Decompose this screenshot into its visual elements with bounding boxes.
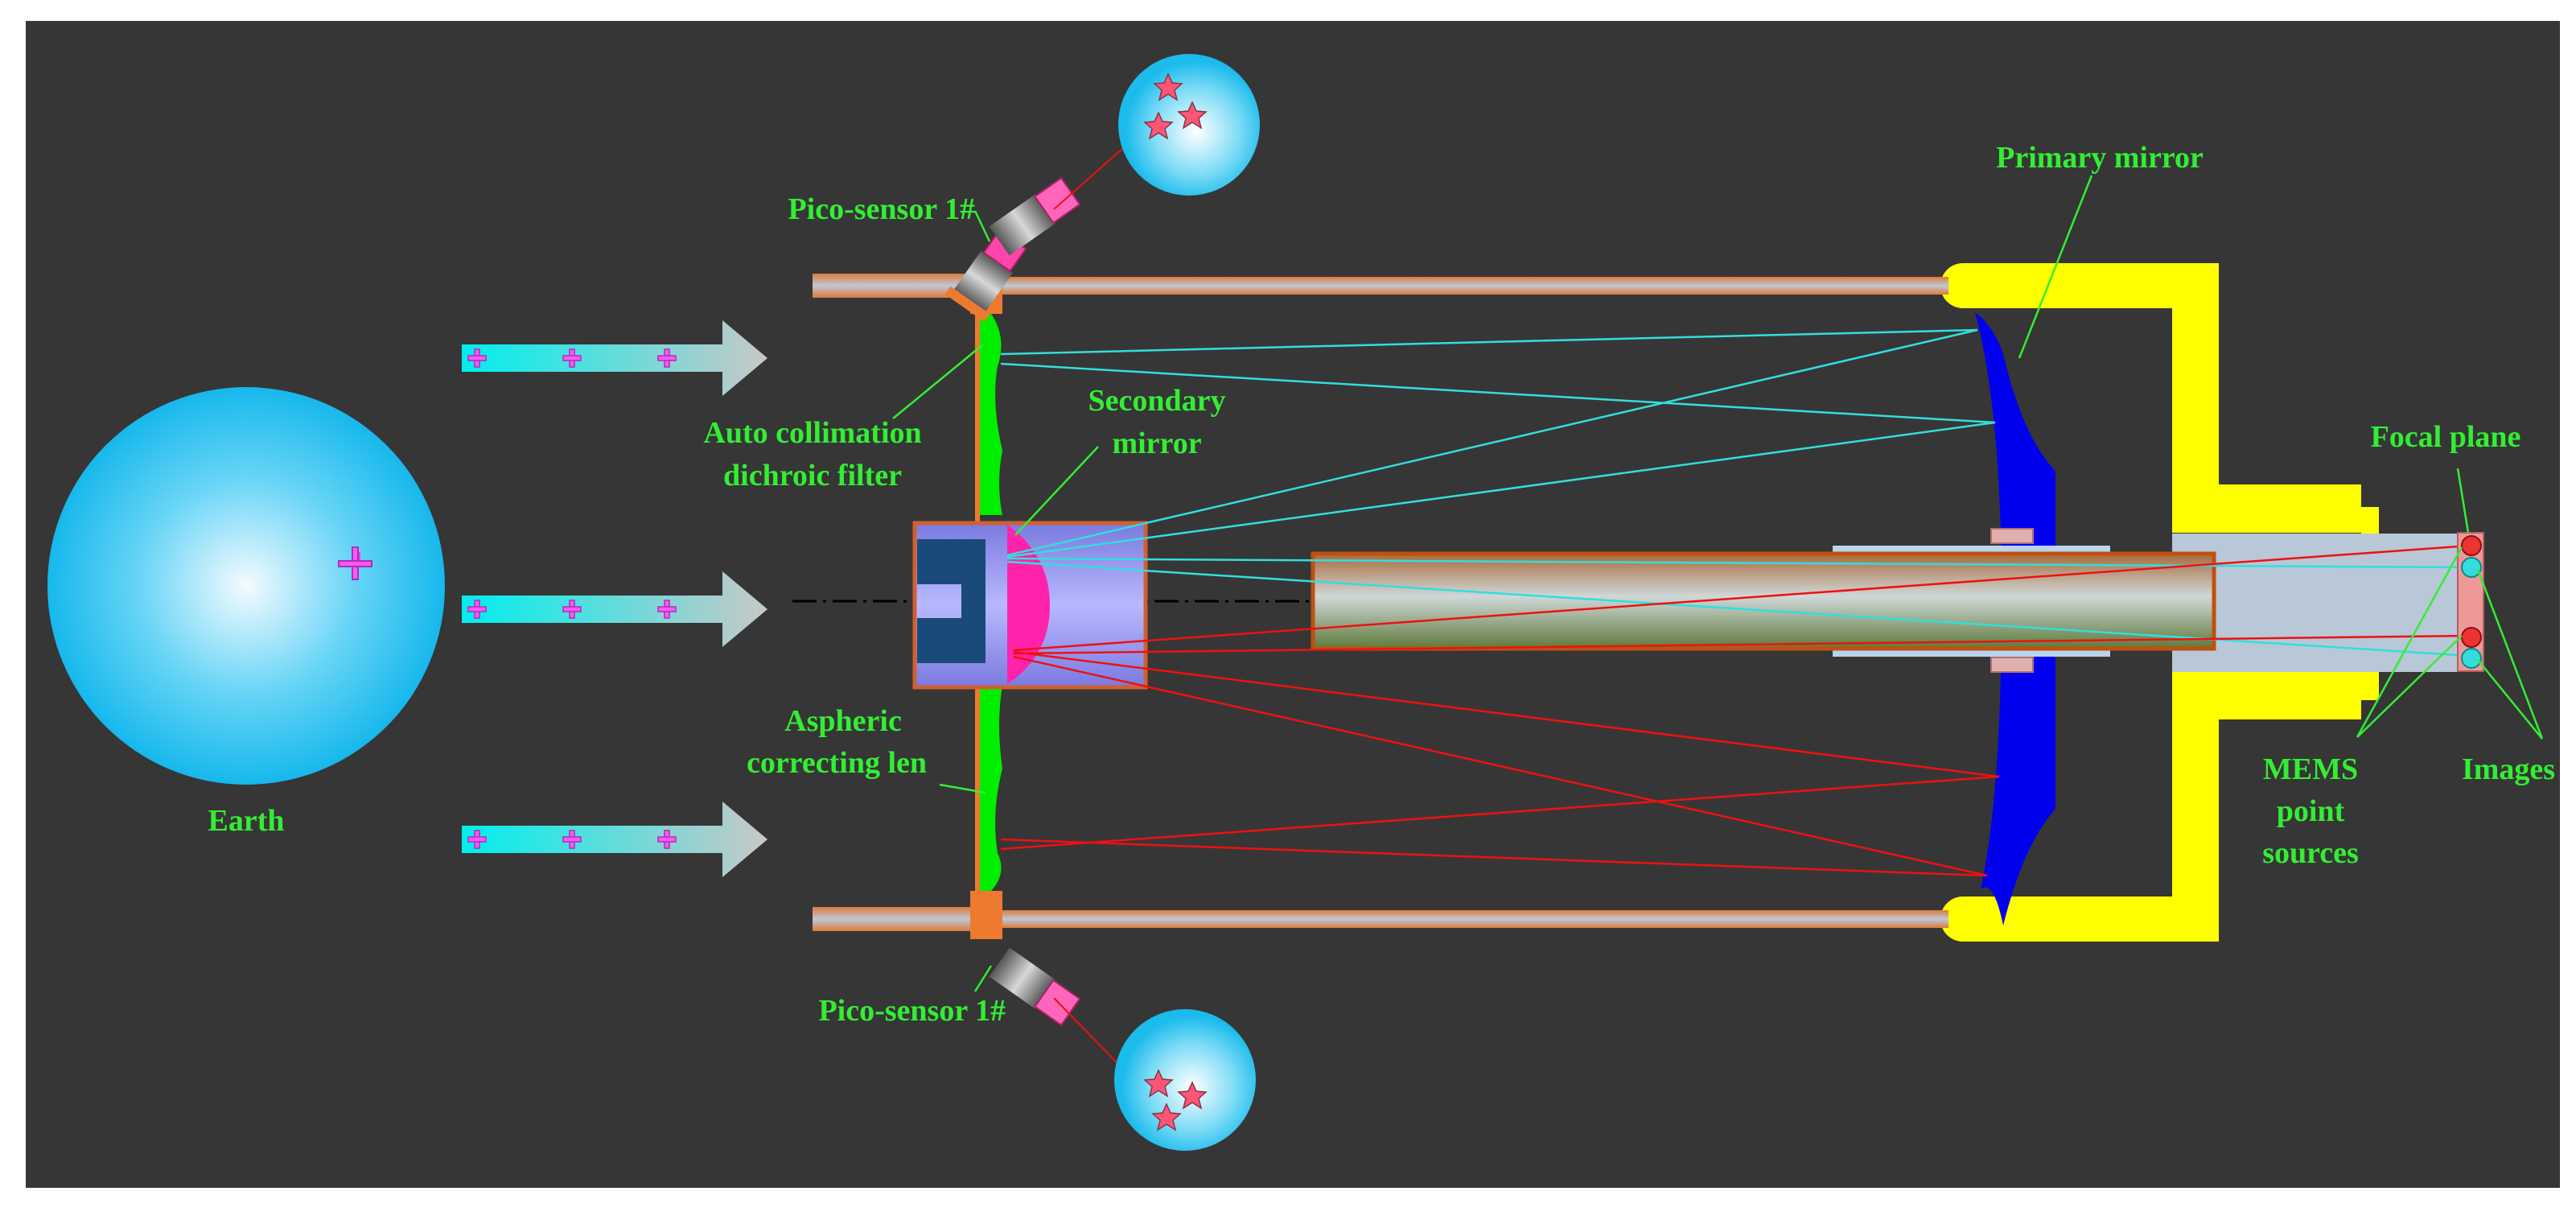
light-arrow-top: [462, 320, 767, 396]
mems-label-line2: point: [2277, 794, 2345, 828]
red-rays: [1000, 544, 2471, 877]
earth-label: Earth: [208, 804, 285, 838]
primary-mirror-label: Primary mirror: [1996, 141, 2204, 175]
mems-label-line1: MEMS: [2263, 752, 2358, 786]
auto-collimation-label-line2: dichroic filter: [723, 459, 902, 493]
primary-mirror-housing: [1940, 263, 2379, 942]
star-icon: [1143, 72, 1208, 140]
secondary-mirror-label-line2: mirror: [1112, 427, 1201, 460]
star-icon: [1143, 1069, 1208, 1131]
aspheric-label-line1: Aspheric: [784, 704, 902, 738]
secondary-mirror-assembly: [912, 521, 1148, 690]
pico-sensor-top-label: Pico-sensor 1#: [788, 192, 975, 226]
cyan-rays: [1000, 328, 2471, 657]
auto-collimation-label-line1: Auto collimation: [703, 416, 921, 450]
earth-target-cross-icon: [338, 546, 372, 580]
baffle-mounts: [1833, 528, 2110, 673]
mems-label-line3: sources: [2262, 836, 2359, 870]
aspheric-label-line2: correcting len: [747, 746, 927, 780]
image-cyan-bottom: [2461, 648, 2482, 669]
mems-source-red-top: [2461, 535, 2482, 556]
images-label: Images: [2462, 752, 2555, 786]
focal-plane-label: Focal plane: [2371, 420, 2521, 454]
pico-sensor-top: [944, 54, 1260, 322]
image-cyan-top: [2461, 557, 2482, 578]
focal-plane: [2457, 532, 2484, 672]
star-field-bottom: [1114, 1009, 1256, 1151]
pico-sensor-bottom: [989, 947, 1256, 1151]
light-arrow-bottom: [462, 802, 767, 877]
mems-source-red-bottom: [2461, 627, 2482, 648]
light-arrow-middle: [462, 571, 767, 647]
pico-sensor-bottom-label: Pico-sensor 1#: [818, 994, 1006, 1028]
leader-lines: [892, 175, 2544, 992]
secondary-mirror-label-line1: Secondary: [1088, 384, 1226, 418]
earth: [47, 387, 445, 785]
central-baffle-tube: [1311, 551, 2216, 651]
